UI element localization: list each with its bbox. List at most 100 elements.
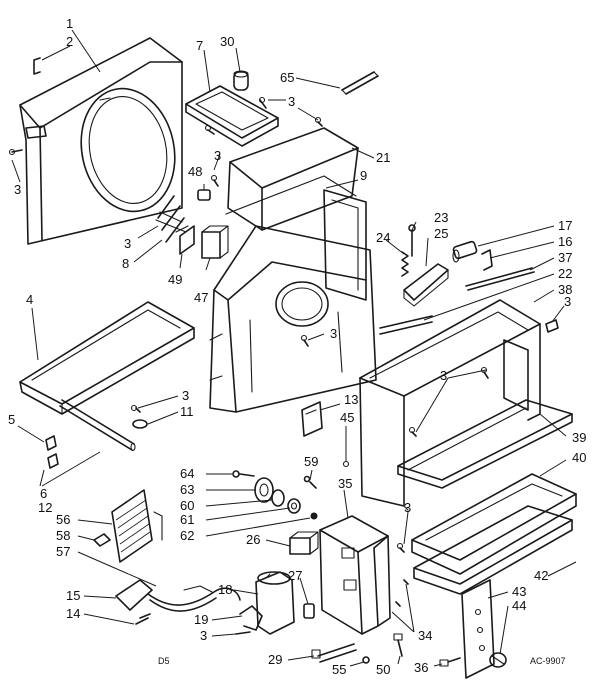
partition-panel-part-9 xyxy=(323,189,367,301)
callout-3: 3 xyxy=(200,628,207,643)
rod-part-65 xyxy=(341,71,379,95)
sleeve-part-17 xyxy=(452,240,478,263)
callout-3: 3 xyxy=(404,500,411,515)
callout-14: 14 xyxy=(66,606,80,621)
footer-left-code: D5 xyxy=(158,656,170,666)
callout-13: 13 xyxy=(344,392,358,407)
callout-18: 18 xyxy=(218,582,232,597)
screw-part-50 xyxy=(393,633,403,657)
screw-part-3-lower xyxy=(235,631,251,635)
callout-58: 58 xyxy=(56,528,70,543)
blower-chassis-part xyxy=(209,225,377,413)
clip-part-12 xyxy=(47,453,59,469)
bracket-part-49 xyxy=(175,225,195,255)
callout-45: 45 xyxy=(340,410,354,425)
callout-62: 62 xyxy=(180,528,194,543)
callout-4: 4 xyxy=(26,292,33,307)
callout-65: 65 xyxy=(280,70,294,85)
knob-part-44 xyxy=(489,652,507,668)
rod-part-6 xyxy=(59,399,136,452)
switch-part-26 xyxy=(289,531,319,555)
screw-part-23 xyxy=(408,224,416,257)
nut-part-55 xyxy=(362,656,370,664)
callout-16: 16 xyxy=(558,234,572,249)
callout-3: 3 xyxy=(182,388,189,403)
callout-37: 37 xyxy=(558,250,572,265)
callout-29: 29 xyxy=(268,652,282,667)
power-cord-part-15 xyxy=(115,579,241,612)
callout-55: 55 xyxy=(332,662,346,677)
footer-right-code: AC-9907 xyxy=(530,656,566,666)
callout-38: 38 xyxy=(558,282,572,297)
screw-part-64 xyxy=(232,470,255,478)
callout-3: 3 xyxy=(14,182,21,197)
clip-part-48 xyxy=(197,189,211,201)
screws-misc xyxy=(8,96,489,619)
callout-6: 6 xyxy=(40,486,47,501)
screw-part-59 xyxy=(303,475,317,489)
callout-61: 61 xyxy=(180,512,194,527)
wire-part-29 xyxy=(311,643,357,663)
label-plate-part-13 xyxy=(301,401,323,437)
partition-panel-part-21 xyxy=(225,127,359,231)
callout-60: 60 xyxy=(180,498,194,513)
callout-19: 19 xyxy=(194,612,208,627)
callout-15: 15 xyxy=(66,588,80,603)
screw-part-14 xyxy=(135,617,149,625)
callout-30: 30 xyxy=(220,34,234,49)
callout-3: 3 xyxy=(330,326,337,341)
seal-strip-part-22 xyxy=(379,315,433,335)
control-plate-part-43 xyxy=(461,579,495,679)
callout-2: 2 xyxy=(66,34,73,49)
callout-49: 49 xyxy=(168,272,182,287)
callout-5: 5 xyxy=(8,412,15,427)
thermostat-part-47 xyxy=(201,225,229,259)
control-bracket-part-35 xyxy=(319,515,391,635)
callout-63: 63 xyxy=(180,482,194,497)
callout-17: 17 xyxy=(558,218,572,233)
clip-part-58 xyxy=(93,533,111,547)
callout-12: 12 xyxy=(38,500,52,515)
bracket-part-25 xyxy=(403,263,449,307)
callout-34: 34 xyxy=(418,628,432,643)
callout-48: 48 xyxy=(188,164,202,179)
drain-pan-part-40 xyxy=(411,473,577,575)
callout-7: 7 xyxy=(196,38,203,53)
spring-part-24 xyxy=(401,251,409,277)
callout-56: 56 xyxy=(56,512,70,527)
callout-1: 1 xyxy=(66,16,73,31)
callout-3: 3 xyxy=(288,94,295,109)
callout-47: 47 xyxy=(194,290,208,305)
callout-25: 25 xyxy=(434,226,448,241)
callout-3: 3 xyxy=(440,368,447,383)
motor-mount-bracket-part xyxy=(185,85,279,147)
callout-24: 24 xyxy=(376,230,390,245)
clip-part-2 xyxy=(33,57,41,75)
hub-part-60 xyxy=(271,489,285,507)
callout-21: 21 xyxy=(376,150,390,165)
callout-3: 3 xyxy=(214,148,221,163)
callout-50: 50 xyxy=(376,662,390,677)
callout-3: 3 xyxy=(124,236,131,251)
callout-23: 23 xyxy=(434,210,448,225)
callout-43: 43 xyxy=(512,584,526,599)
callout-64: 64 xyxy=(180,466,194,481)
screw-part-36 xyxy=(439,657,461,667)
callout-11: 11 xyxy=(180,404,194,419)
callout-9: 9 xyxy=(360,168,367,183)
grommet-part-30 xyxy=(233,70,249,91)
base-shelf-part-39 xyxy=(397,399,573,489)
clip-part-16 xyxy=(481,249,493,271)
callout-57: 57 xyxy=(56,544,70,559)
callout-44: 44 xyxy=(512,598,526,613)
base-pan-part-4 xyxy=(19,301,195,415)
clip-part-27 xyxy=(303,603,315,619)
callout-3: 3 xyxy=(564,294,571,309)
cabinet-shell-part-38 xyxy=(359,299,541,511)
callout-59: 59 xyxy=(304,454,318,469)
front-shroud-part xyxy=(19,37,183,245)
callout-26: 26 xyxy=(246,532,260,547)
seal-strip-part-37 xyxy=(465,267,535,291)
callout-labels: 1 2 3 7 30 65 3 3 21 9 48 3 8 49 47 23 2… xyxy=(8,16,586,677)
